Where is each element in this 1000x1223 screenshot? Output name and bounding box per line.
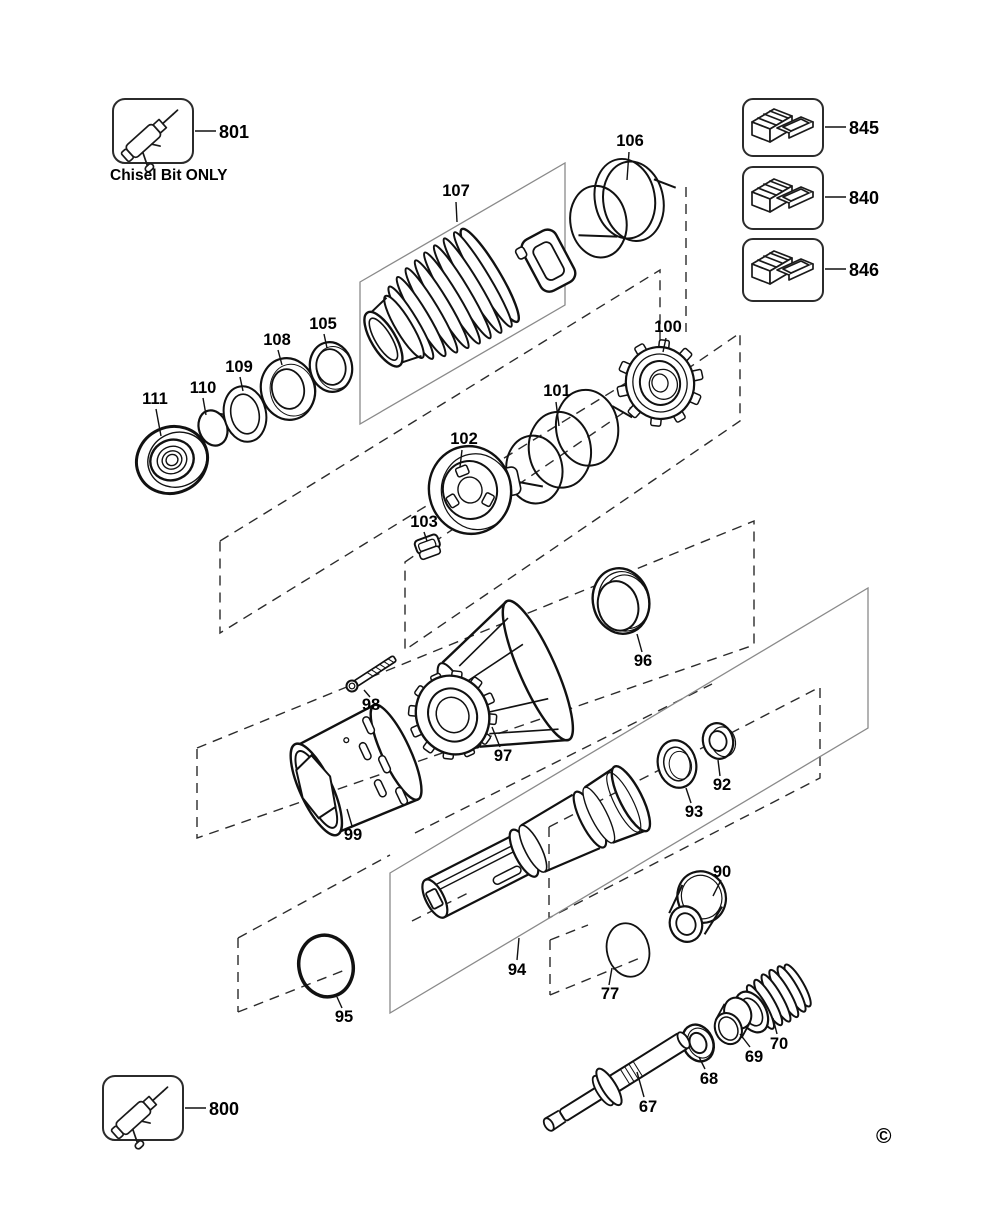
- part-107-boot: [363, 227, 521, 368]
- accessory-800: 800: [102, 1075, 239, 1156]
- part-100-gear-ring: [616, 339, 704, 427]
- dashed-corner-lower-left: [237, 854, 391, 1013]
- part-109-ring: [222, 385, 268, 443]
- accessory-840: 840: [742, 166, 879, 230]
- part-99-sleeve: [289, 703, 423, 837]
- part-label-99: 99: [344, 826, 362, 844]
- part-label-110: 110: [190, 379, 217, 397]
- dashed-stub-spindle-bottom: [411, 891, 471, 922]
- leader-lines: [155, 151, 778, 1098]
- copyright-symbol: ©: [876, 1125, 892, 1148]
- kitbox-icon-845: [751, 108, 814, 143]
- part-label-109: 109: [225, 358, 253, 376]
- part-label-100: 100: [654, 318, 682, 336]
- part-102-ratchet-ring: [427, 444, 522, 536]
- part-105-ring: [308, 341, 354, 393]
- accessory-846: 846: [742, 238, 879, 302]
- accessory-845: 845: [742, 98, 879, 157]
- dashed-corner-77: [549, 924, 641, 996]
- part-106-spring: [569, 157, 677, 259]
- part-67-striker: [542, 1031, 691, 1132]
- part-97-bell-housing: [407, 599, 575, 760]
- part-107-clip: [514, 228, 577, 293]
- part-94-spindle: [421, 765, 652, 919]
- part-label-68: 68: [700, 1070, 718, 1088]
- part-98-screw: [345, 655, 397, 693]
- part-69-ring: [713, 996, 753, 1046]
- part-labels: 107 106 100 101 102 103 105 108 109 110 …: [142, 132, 788, 1116]
- part-label-107: 107: [442, 182, 470, 200]
- part-90-flanged-bushing: [668, 870, 728, 943]
- part-label-77: 77: [601, 985, 619, 1003]
- accessory-label-801: 801: [219, 122, 249, 142]
- part-label-92: 92: [713, 776, 731, 794]
- part-95-o-ring: [296, 933, 356, 999]
- hammer-tool-icon: [108, 1080, 187, 1156]
- dashed-box-gear-group: [404, 331, 741, 652]
- part-label-102: 102: [450, 430, 478, 448]
- part-96-ring: [591, 567, 651, 635]
- part-label-101: 101: [543, 382, 571, 400]
- dashed-group-boxes: [196, 187, 821, 1013]
- part-label-111: 111: [142, 390, 168, 408]
- part-label-98: 98: [362, 696, 380, 714]
- accessory-label-800: 800: [209, 1099, 239, 1119]
- dashed-box-right: [548, 685, 821, 920]
- part-label-97: 97: [494, 747, 512, 765]
- part-103-clip: [413, 533, 442, 561]
- part-label-69: 69: [745, 1048, 763, 1066]
- part-92-bushing: [701, 722, 737, 760]
- chisel-bit-only-note: Chisel Bit ONLY: [110, 167, 228, 184]
- part-108-ring: [259, 357, 317, 421]
- part-label-93: 93: [685, 803, 703, 821]
- dashed-box-upper: [219, 268, 661, 635]
- part-label-94: 94: [508, 961, 527, 979]
- part-label-90: 90: [713, 863, 731, 881]
- accessory-label-846: 846: [849, 260, 879, 280]
- kitbox-icon-840: [751, 178, 814, 213]
- kitbox-icon-846: [751, 250, 814, 285]
- part-label-95: 95: [335, 1008, 353, 1026]
- part-label-67: 67: [639, 1098, 657, 1116]
- solid-box-spindle-group: [389, 586, 869, 1015]
- accessory-label-840: 840: [849, 188, 879, 208]
- part-111-bearing: [135, 424, 209, 496]
- part-77-o-ring: [605, 922, 651, 978]
- part-label-105: 105: [309, 315, 337, 333]
- dashed-line-spindle-top: [414, 683, 713, 834]
- accessory-label-845: 845: [849, 118, 879, 138]
- dashed-box-middle: [196, 519, 755, 839]
- part-label-96: 96: [634, 652, 652, 670]
- part-68-washer: [681, 1023, 715, 1063]
- part-label-108: 108: [263, 331, 291, 349]
- part-93-seal-ring: [656, 739, 698, 789]
- part-label-70: 70: [770, 1035, 788, 1053]
- part-label-103: 103: [410, 513, 438, 531]
- solid-box-boot-group: [359, 161, 566, 426]
- accessory-801: 801: [112, 98, 249, 179]
- part-label-106: 106: [616, 132, 644, 150]
